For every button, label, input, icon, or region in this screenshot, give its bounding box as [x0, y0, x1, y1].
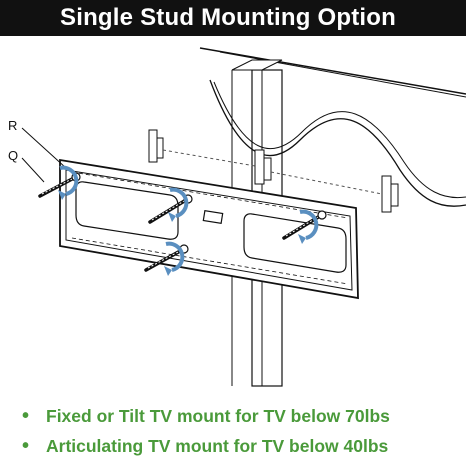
bullet-icon: •	[22, 434, 30, 457]
mounting-illustration	[21, 47, 466, 387]
rotate-arrow-icon	[59, 165, 79, 196]
bracket-left	[148, 129, 164, 163]
callout-line-r	[21, 127, 67, 169]
note-item: • Fixed or Tilt TV mount for TV below 70…	[22, 401, 462, 431]
rotate-arrow-icon	[165, 241, 185, 272]
guide-dashes	[162, 149, 383, 195]
screw-bottom	[144, 241, 189, 276]
title-bar: Single Stud Mounting Option	[0, 0, 466, 36]
bracket-middle	[254, 149, 272, 185]
rotate-arrow-icon	[169, 187, 189, 218]
screw-top-left	[38, 165, 81, 200]
rotate-arrow-icon	[299, 209, 319, 240]
page-title: Single Stud Mounting Option	[60, 4, 396, 31]
callout-label-q: Q	[8, 148, 19, 163]
note-text: Fixed or Tilt TV mount for TV below 70lb…	[46, 405, 390, 426]
note-item: • Articulating TV mount for TV below 40l…	[22, 431, 462, 461]
screw-center-left	[148, 187, 193, 224]
callout-line-q	[21, 157, 45, 183]
notes-list: • Fixed or Tilt TV mount for TV below 70…	[22, 401, 462, 461]
cable-inner	[213, 81, 466, 199]
bracket-right	[381, 175, 399, 213]
ceiling-edge	[199, 47, 466, 95]
callout-label-r: R	[8, 118, 18, 133]
cable	[209, 79, 466, 207]
bullet-icon: •	[22, 404, 30, 427]
stud-top	[231, 59, 283, 71]
screw-right	[282, 209, 327, 244]
note-text: Articulating TV mount for TV below 40lbs	[46, 435, 389, 456]
